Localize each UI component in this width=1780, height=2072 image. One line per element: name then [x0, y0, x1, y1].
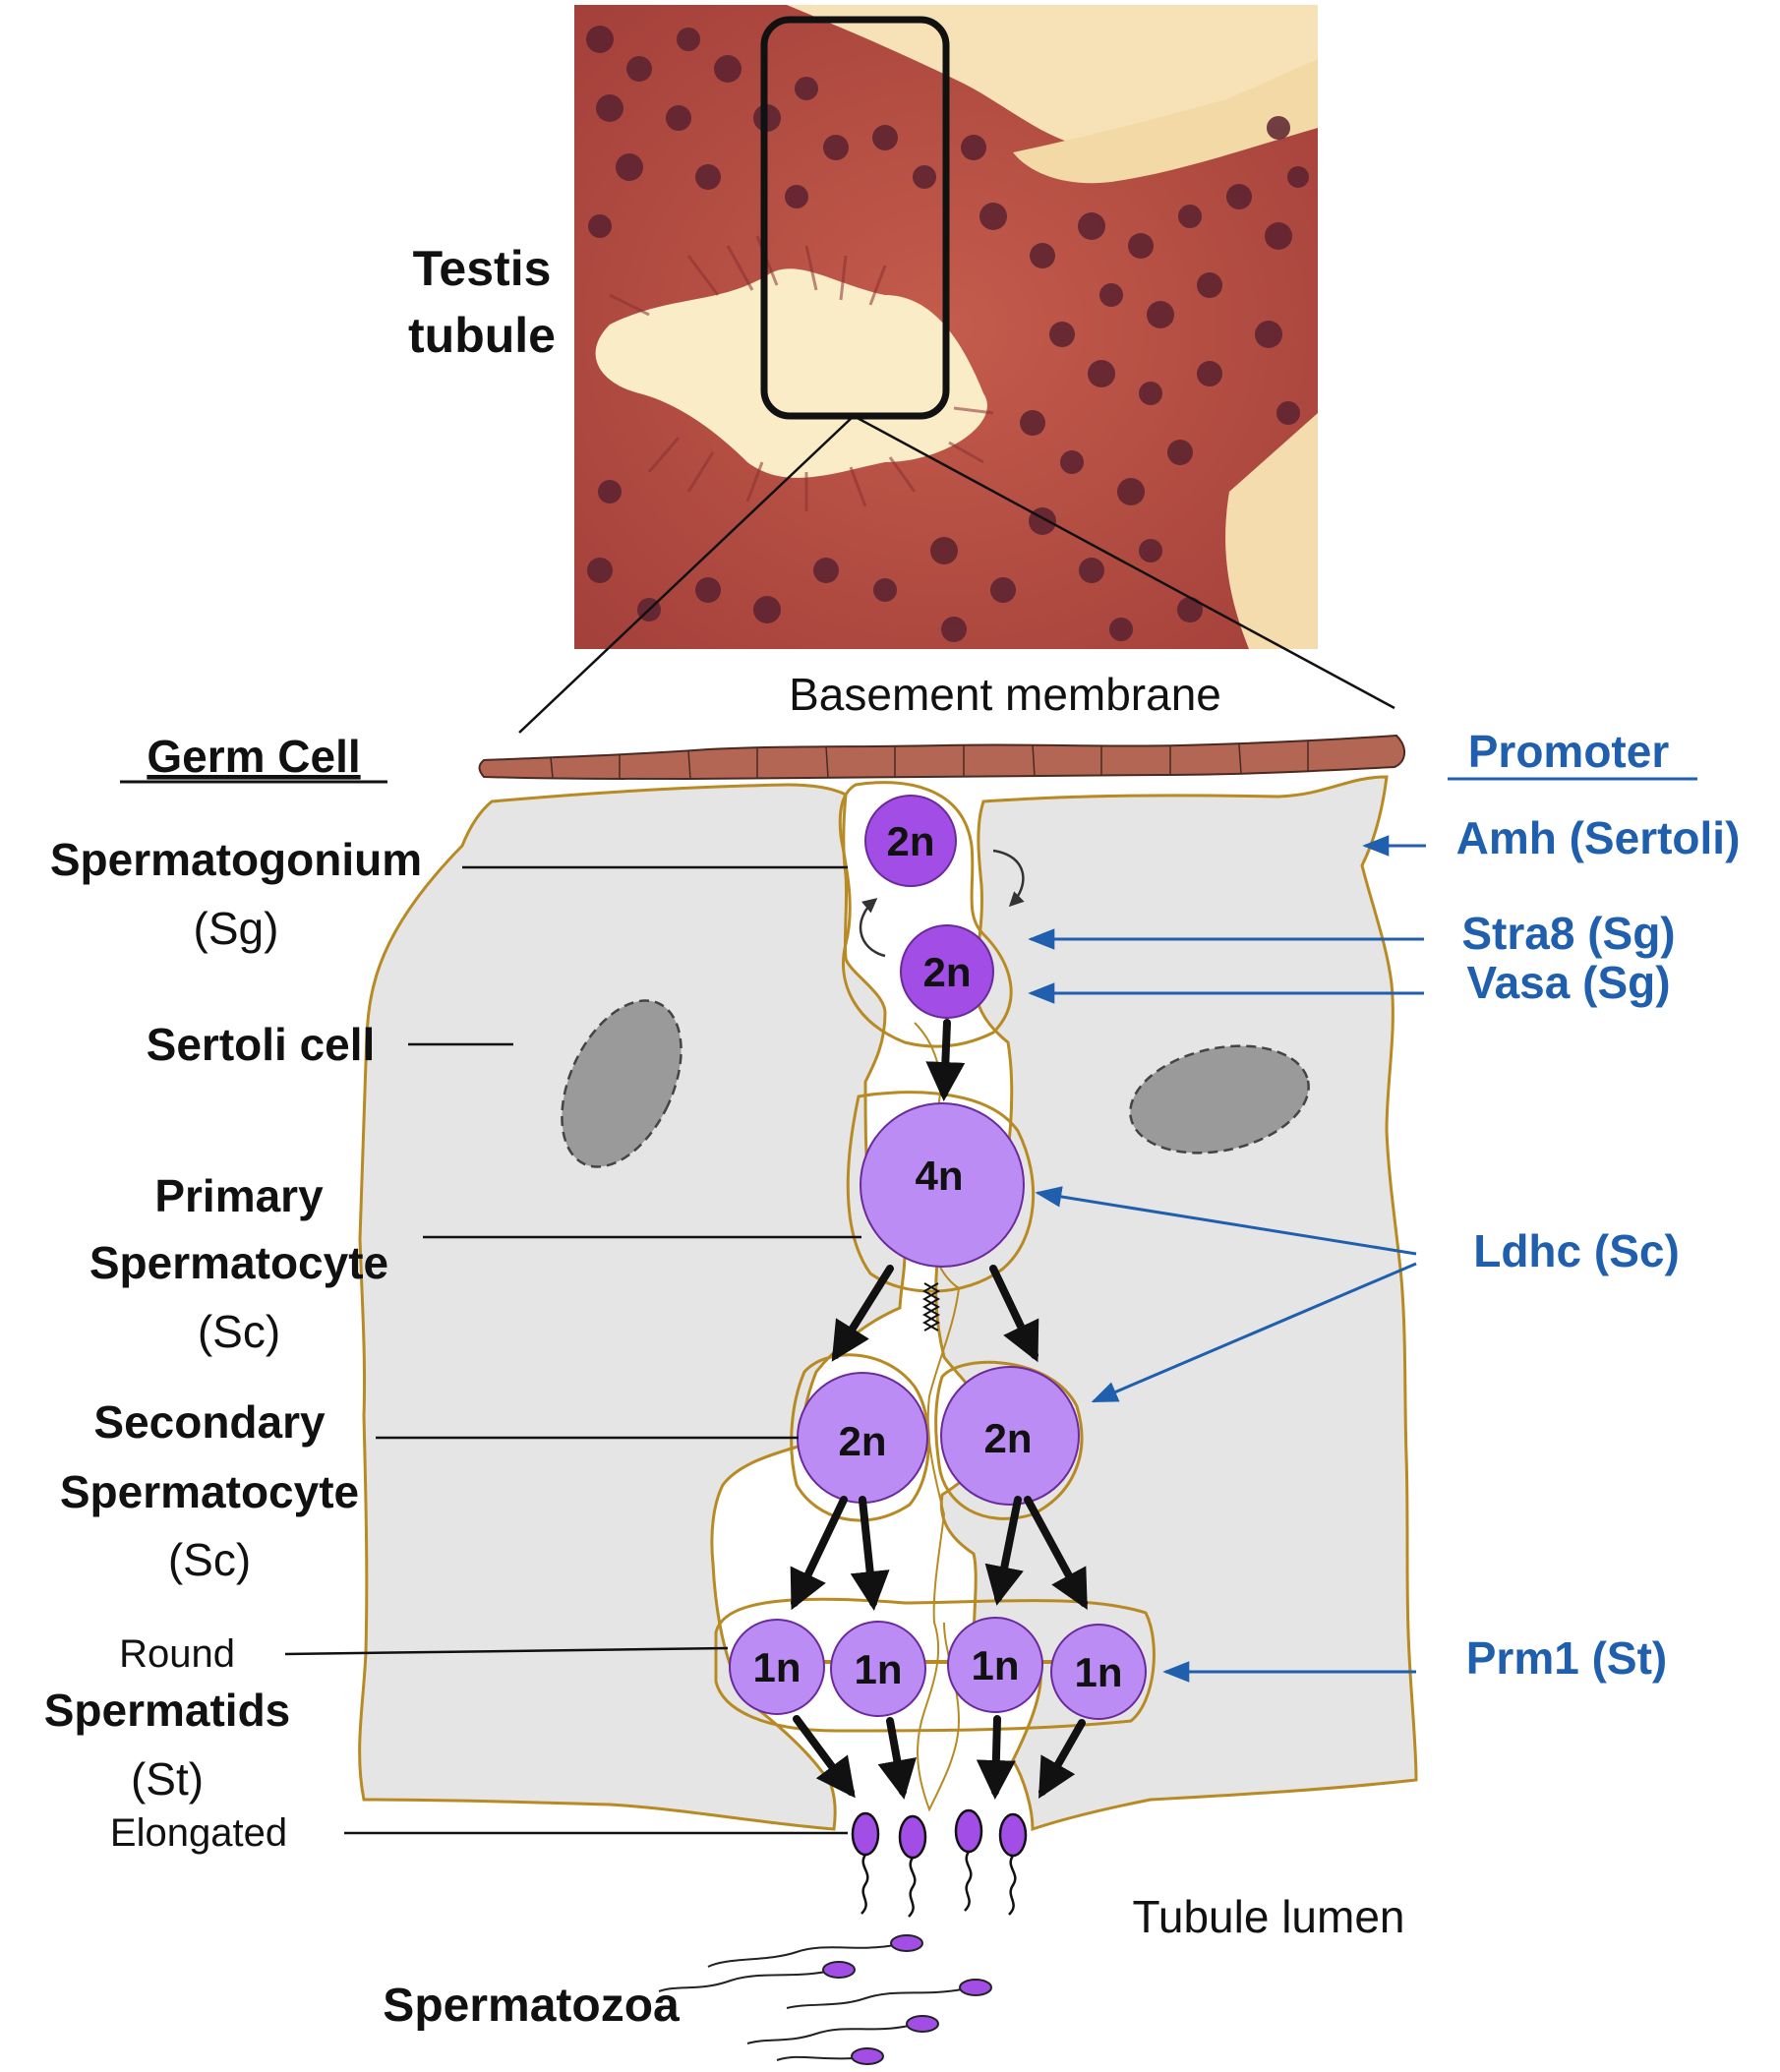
arrow-st2-to-elongated	[877, 1717, 917, 1800]
zoom-line-right	[853, 414, 1395, 710]
spermatozoa-group	[658, 1934, 992, 2065]
primary-label-abbr: (Sc)	[198, 1306, 280, 1357]
primary-spermatocyte-cell	[860, 1102, 1025, 1268]
ploidy-spermatid-3: 1n	[971, 1642, 1019, 1688]
primary-label-line2: Spermatocyte	[89, 1237, 388, 1288]
elongated-spermatids	[851, 1808, 1028, 1918]
arrow-secondary-left-to-st2	[850, 1496, 890, 1611]
self-renewal-arrow-right	[992, 849, 1025, 908]
micrograph-lumen-right	[1225, 413, 1318, 649]
micrograph-label-line2: tubule	[408, 308, 556, 363]
basement-membrane-label: Basement membrane	[789, 669, 1221, 720]
micrograph-lumen-center	[595, 268, 987, 478]
elongated-label: Elongated	[110, 1811, 287, 1855]
arrow-primary-to-secondary-left	[831, 1265, 894, 1362]
sertoli-cell-label: Sertoli cell	[147, 1019, 376, 1070]
sertoli-cell-left	[358, 783, 907, 1831]
arrow-st3-to-elongated	[976, 1715, 1016, 1800]
secondary-label-abbr: (Sc)	[168, 1534, 251, 1585]
secondary-label-line1: Secondary	[93, 1396, 326, 1448]
spermatogonium-cell-1	[864, 795, 957, 887]
micrograph-lumen-channel	[1013, 59, 1318, 184]
germ-cell-header: Germ Cell	[147, 731, 360, 782]
round-spermatid-3	[947, 1617, 1043, 1713]
round-label: Round	[119, 1632, 235, 1676]
ldhc-arrow-primary	[1035, 1186, 1417, 1256]
arrow-st4-to-elongated	[1038, 1719, 1086, 1799]
ploidy-secondary-left: 2n	[838, 1418, 886, 1464]
ploidy-sg1: 2n	[886, 818, 934, 864]
spermatogonium-label: Spermatogonium	[50, 834, 422, 885]
ploidy-spermatid-4: 1n	[1074, 1649, 1122, 1695]
secondary-label-line2: Spermatocyte	[60, 1466, 359, 1517]
ploidy-spermatid-2: 1n	[854, 1646, 902, 1692]
round-leader	[284, 1646, 729, 1656]
micrograph-label-line1: Testis	[413, 241, 552, 296]
primary-label-line1: Primary	[154, 1170, 324, 1221]
tubule-lumen-label: Tubule lumen	[1132, 1891, 1404, 1942]
secondary-spermatocyte-right	[940, 1366, 1080, 1506]
arrow-sg-to-primary	[925, 1019, 966, 1101]
ploidy-primary: 4n	[915, 1153, 963, 1199]
sertoli-nucleus-left	[561, 999, 682, 1168]
promoter-stra8: Stra8 (Sg)	[1461, 908, 1675, 959]
spermatogonium-abbr: (Sg)	[194, 903, 279, 954]
round-spermatid-4	[1050, 1624, 1147, 1720]
promoter-prm1: Prm1 (St)	[1466, 1632, 1667, 1684]
promoter-vasa: Vasa (Sg)	[1466, 957, 1670, 1008]
promoter-header: Promoter	[1468, 726, 1670, 777]
spermatozoa-label: Spermatozoa	[383, 1980, 680, 2032]
ldhc-arrow-secondary	[1091, 1262, 1417, 1403]
arrow-secondary-right-to-st4	[1024, 1496, 1088, 1611]
spermatids-abbr: (St)	[131, 1753, 204, 1805]
self-renewal-arrow-left	[859, 898, 886, 958]
round-spermatid-2	[830, 1621, 926, 1717]
ploidy-secondary-right: 2n	[983, 1415, 1032, 1461]
promoter-ldhc: Ldhc (Sc)	[1473, 1225, 1680, 1276]
arrow-st1-to-elongated	[793, 1715, 856, 1799]
arrow-secondary-right-to-st3	[984, 1496, 1024, 1606]
spermatids-label: Spermatids	[44, 1685, 291, 1736]
cytoplasmic-bridge	[921, 1282, 941, 1332]
round-spermatid-1	[729, 1619, 825, 1715]
ploidy-spermatid-1: 1n	[752, 1644, 801, 1690]
arrow-primary-to-secondary-right	[989, 1265, 1039, 1363]
ploidy-sg2: 2n	[922, 949, 971, 995]
arrow-secondary-left-to-st1	[790, 1496, 848, 1611]
zoom-line-left	[518, 415, 855, 734]
spermatogonium-cell-2	[900, 924, 994, 1019]
sertoli-nucleus-right	[1129, 1044, 1310, 1154]
basement-membrane	[478, 734, 1405, 781]
promoter-amh: Amh (Sertoli)	[1456, 812, 1741, 863]
